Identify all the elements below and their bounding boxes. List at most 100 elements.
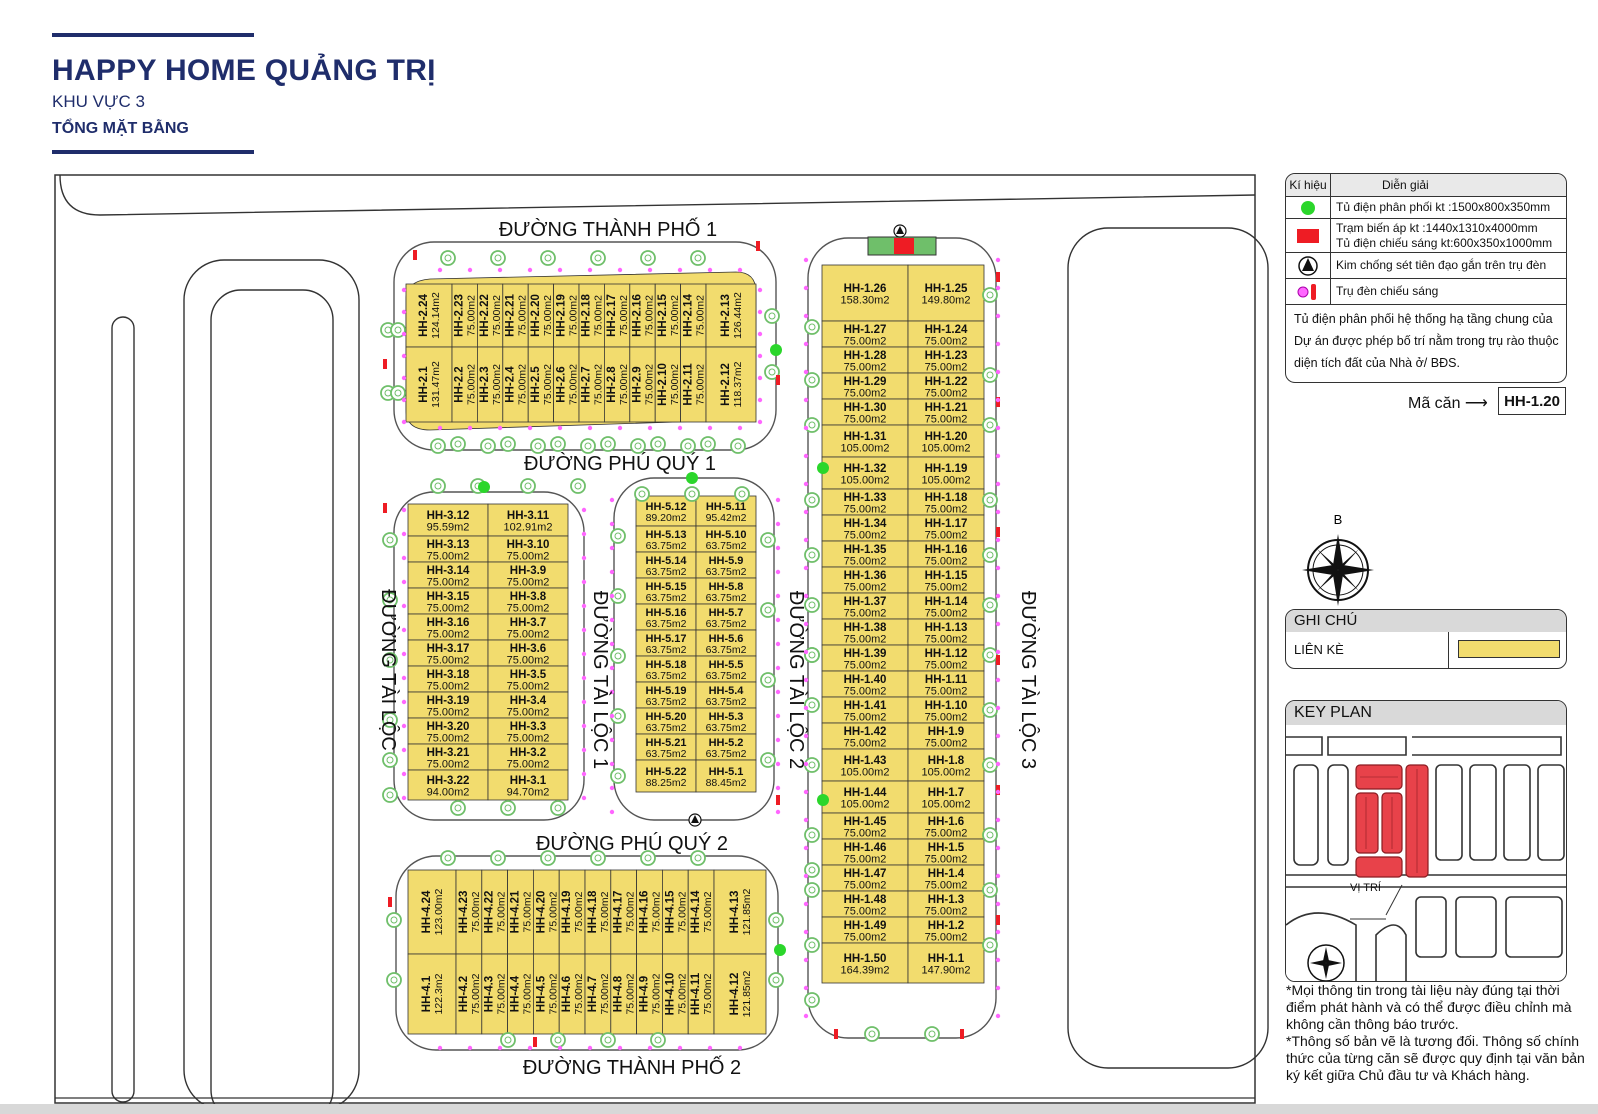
lot-HH-3.12[interactable] bbox=[407, 503, 489, 537]
lot-HH-1.39[interactable] bbox=[821, 644, 909, 672]
lot-HH-2.4[interactable] bbox=[502, 346, 529, 423]
lot-HH-5.19[interactable] bbox=[635, 681, 697, 709]
lot-HH-4.15[interactable] bbox=[662, 869, 689, 955]
lot-HH-5.10[interactable] bbox=[695, 525, 757, 553]
lot-HH-4.22[interactable] bbox=[481, 869, 508, 955]
lot-HH-3.18[interactable] bbox=[407, 665, 489, 693]
lot-HH-1.28[interactable] bbox=[821, 346, 909, 374]
lot-HH-2.10[interactable] bbox=[654, 346, 682, 423]
lot-HH-4.16[interactable] bbox=[636, 869, 663, 955]
lot-HH-3.1[interactable] bbox=[487, 769, 569, 801]
lot-HH-5.11[interactable] bbox=[695, 495, 757, 527]
lot-HH-1.50[interactable] bbox=[821, 942, 909, 984]
lot-HH-4.24[interactable] bbox=[407, 869, 457, 955]
lot-HH-3.2[interactable] bbox=[487, 743, 569, 771]
lot-HH-1.45[interactable] bbox=[821, 812, 909, 840]
lot-HH-3.20[interactable] bbox=[407, 717, 489, 745]
lot-HH-2.17[interactable] bbox=[604, 283, 631, 348]
lot-HH-1.15[interactable] bbox=[907, 566, 985, 594]
lot-HH-1.11[interactable] bbox=[907, 670, 985, 698]
lot-HH-4.13[interactable] bbox=[713, 869, 767, 955]
lot-HH-2.8[interactable] bbox=[604, 346, 631, 423]
lot-HH-5.9[interactable] bbox=[695, 551, 757, 579]
lot-HH-5.15[interactable] bbox=[635, 577, 697, 605]
lot-HH-2.3[interactable] bbox=[476, 346, 504, 423]
lot-HH-1.25[interactable] bbox=[907, 264, 985, 322]
lot-HH-2.22[interactable] bbox=[476, 283, 504, 348]
lot-HH-4.3[interactable] bbox=[481, 953, 508, 1035]
lot-HH-1.37[interactable] bbox=[821, 592, 909, 620]
lot-HH-4.8[interactable] bbox=[610, 953, 637, 1035]
lot-HH-2.1[interactable] bbox=[405, 346, 453, 423]
lot-HH-1.16[interactable] bbox=[907, 540, 985, 568]
lot-HH-1.2[interactable] bbox=[907, 916, 985, 944]
lot-HH-5.3[interactable] bbox=[695, 707, 757, 735]
lot-HH-5.20[interactable] bbox=[635, 707, 697, 735]
lot-HH-4.6[interactable] bbox=[558, 953, 586, 1035]
lot-HH-2.18[interactable] bbox=[578, 283, 605, 348]
lot-HH-4.17[interactable] bbox=[610, 869, 637, 955]
lot-HH-1.47[interactable] bbox=[821, 864, 909, 892]
lot-HH-4.23[interactable] bbox=[455, 869, 483, 955]
lot-HH-5.18[interactable] bbox=[635, 655, 697, 683]
lot-HH-5.13[interactable] bbox=[635, 525, 697, 553]
lot-HH-5.16[interactable] bbox=[635, 603, 697, 631]
lot-HH-3.4[interactable] bbox=[487, 691, 569, 719]
lot-HH-4.7[interactable] bbox=[584, 953, 612, 1035]
lot-HH-2.12[interactable] bbox=[705, 346, 757, 423]
lot-HH-4.21[interactable] bbox=[507, 869, 534, 955]
lot-HH-5.22[interactable] bbox=[635, 759, 697, 793]
lot-HH-4.10[interactable] bbox=[662, 953, 689, 1035]
lot-HH-1.43[interactable] bbox=[821, 748, 909, 782]
lot-HH-4.5[interactable] bbox=[533, 953, 560, 1035]
lot-HH-2.2[interactable] bbox=[451, 346, 478, 423]
lot-HH-5.2[interactable] bbox=[695, 733, 757, 761]
lot-HH-1.41[interactable] bbox=[821, 696, 909, 724]
lot-HH-4.4[interactable] bbox=[507, 953, 534, 1035]
lot-HH-3.7[interactable] bbox=[487, 613, 569, 641]
lot-HH-2.15[interactable] bbox=[654, 283, 682, 348]
lot-HH-1.21[interactable] bbox=[907, 398, 985, 426]
lot-HH-2.23[interactable] bbox=[451, 283, 478, 348]
lot-HH-1.14[interactable] bbox=[907, 592, 985, 620]
lot-HH-3.15[interactable] bbox=[407, 587, 489, 615]
lot-HH-3.19[interactable] bbox=[407, 691, 489, 719]
lot-HH-4.12[interactable] bbox=[713, 953, 767, 1035]
lot-HH-2.7[interactable] bbox=[578, 346, 605, 423]
lot-HH-1.19[interactable] bbox=[907, 456, 985, 490]
lot-HH-2.6[interactable] bbox=[553, 346, 580, 423]
lot-HH-4.2[interactable] bbox=[455, 953, 483, 1035]
lot-HH-1.42[interactable] bbox=[821, 722, 909, 750]
lot-HH-4.20[interactable] bbox=[533, 869, 560, 955]
lot-HH-1.40[interactable] bbox=[821, 670, 909, 698]
lot-HH-1.12[interactable] bbox=[907, 644, 985, 672]
lot-HH-1.5[interactable] bbox=[907, 838, 985, 866]
lot-HH-4.19[interactable] bbox=[558, 869, 586, 955]
lot-HH-4.9[interactable] bbox=[636, 953, 663, 1035]
lot-HH-3.11[interactable] bbox=[487, 503, 569, 537]
lot-HH-1.32[interactable] bbox=[821, 456, 909, 490]
lot-HH-5.1[interactable] bbox=[695, 759, 757, 793]
lot-HH-5.6[interactable] bbox=[695, 629, 757, 657]
lot-HH-4.1[interactable] bbox=[407, 953, 457, 1035]
lot-HH-1.24[interactable] bbox=[907, 320, 985, 348]
lot-HH-1.29[interactable] bbox=[821, 372, 909, 400]
lot-HH-5.21[interactable] bbox=[635, 733, 697, 761]
lot-HH-3.8[interactable] bbox=[487, 587, 569, 615]
lot-HH-1.10[interactable] bbox=[907, 696, 985, 724]
lot-HH-1.34[interactable] bbox=[821, 514, 909, 542]
lot-HH-2.19[interactable] bbox=[553, 283, 580, 348]
lot-HH-1.49[interactable] bbox=[821, 916, 909, 944]
lot-HH-1.9[interactable] bbox=[907, 722, 985, 750]
lot-HH-2.14[interactable] bbox=[680, 283, 707, 348]
lot-HH-4.14[interactable] bbox=[687, 869, 715, 955]
lot-HH-4.11[interactable] bbox=[687, 953, 715, 1035]
lot-HH-1.44[interactable] bbox=[821, 780, 909, 814]
lot-HH-1.20[interactable] bbox=[907, 424, 985, 458]
lot-HH-1.13[interactable] bbox=[907, 618, 985, 646]
lot-HH-5.8[interactable] bbox=[695, 577, 757, 605]
lot-HH-5.4[interactable] bbox=[695, 681, 757, 709]
lot-HH-1.6[interactable] bbox=[907, 812, 985, 840]
lot-HH-3.6[interactable] bbox=[487, 639, 569, 667]
lot-HH-3.10[interactable] bbox=[487, 535, 569, 563]
